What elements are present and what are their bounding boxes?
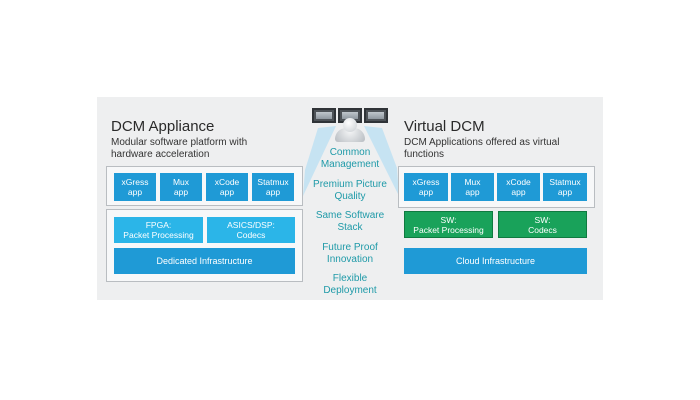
operator-shoulders-icon [335, 128, 365, 142]
left-fpga-tile: FPGA:Packet Processing [114, 217, 203, 243]
right-infrastructure-tile: Cloud Infrastructure [404, 248, 587, 274]
right-title: Virtual DCM [404, 118, 485, 135]
monitor-icon [364, 108, 388, 123]
left-infrastructure-tile: Dedicated Infrastructure [114, 248, 295, 274]
left-asics-tile: ASICS/DSP:Codecs [207, 217, 295, 243]
right-sw-packet-tile: SW:Packet Processing [404, 211, 493, 238]
right-sw-codecs-tile: SW:Codecs [498, 211, 587, 238]
right-subtitle: DCM Applications offered as virtual func… [404, 137, 560, 160]
monitor-icon [312, 108, 336, 123]
operator-head-icon [343, 118, 357, 132]
left-subtitle: Modular software platform with hardware … [111, 137, 248, 160]
left-title: DCM Appliance [111, 118, 215, 135]
